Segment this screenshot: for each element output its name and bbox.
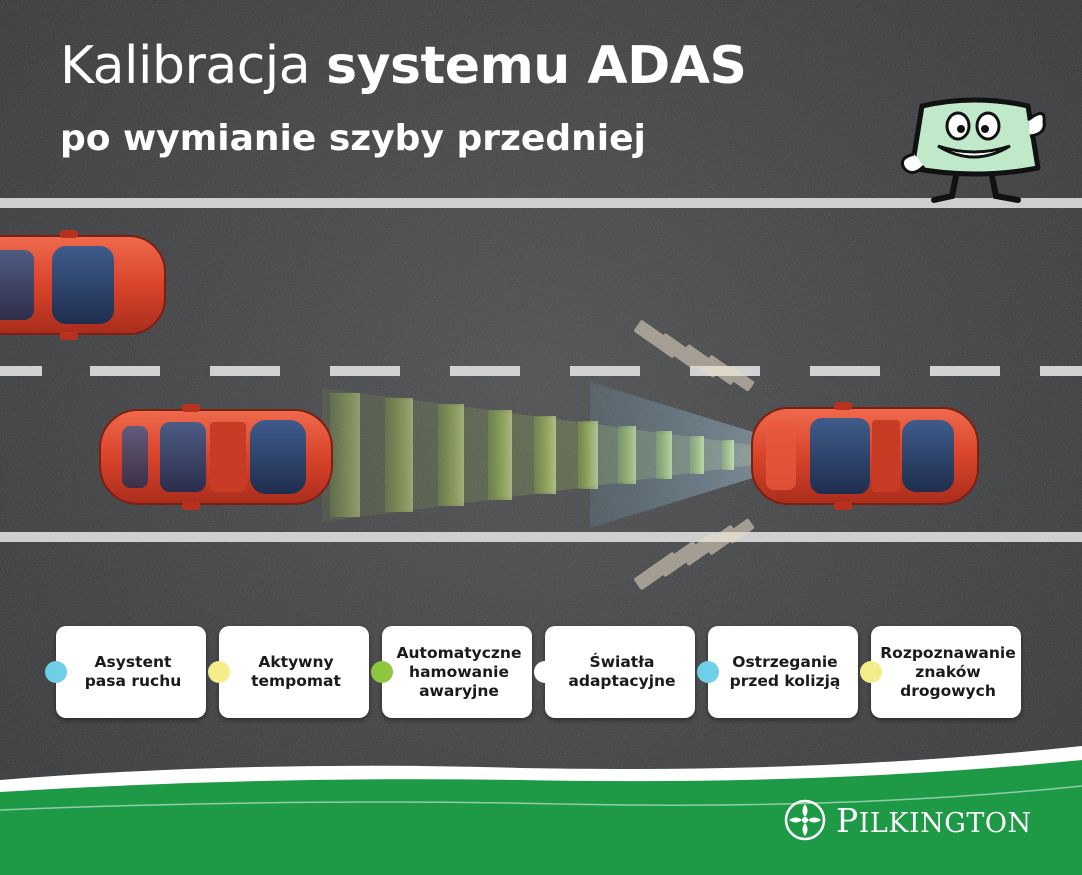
feature-dot — [45, 661, 67, 683]
feature-dot — [860, 661, 882, 683]
page-title: Kalibracja systemu ADAS — [60, 34, 747, 98]
brand-initial: P — [836, 800, 859, 840]
pilkington-cross-logo-icon — [784, 799, 826, 841]
windshield-mascot-icon — [900, 97, 1046, 203]
page-subtitle: po wymianie szyby przedniej — [60, 118, 646, 159]
feature-dot — [371, 661, 393, 683]
road-edge-bottom — [0, 532, 1082, 542]
pilkington-brand: PILKINGTON — [784, 798, 1032, 842]
car-top-view-icon — [0, 230, 166, 340]
feature-dot — [534, 661, 556, 683]
car-top-view-icon — [99, 404, 333, 510]
feature-dot — [208, 661, 230, 683]
radar-beam-icon — [322, 382, 828, 528]
car-top-view-icon — [751, 402, 979, 510]
title-light: Kalibracja — [60, 36, 327, 96]
brand-name: PILKINGTON — [836, 801, 1032, 840]
brand-rest: ILKINGTON — [858, 807, 1032, 839]
feature-dot — [697, 661, 719, 683]
road-edge-top — [0, 198, 1082, 208]
collision-sensor-stripes-icon — [634, 320, 755, 590]
title-bold: systemu ADAS — [326, 36, 747, 96]
brand-footer-wave — [0, 746, 1082, 875]
